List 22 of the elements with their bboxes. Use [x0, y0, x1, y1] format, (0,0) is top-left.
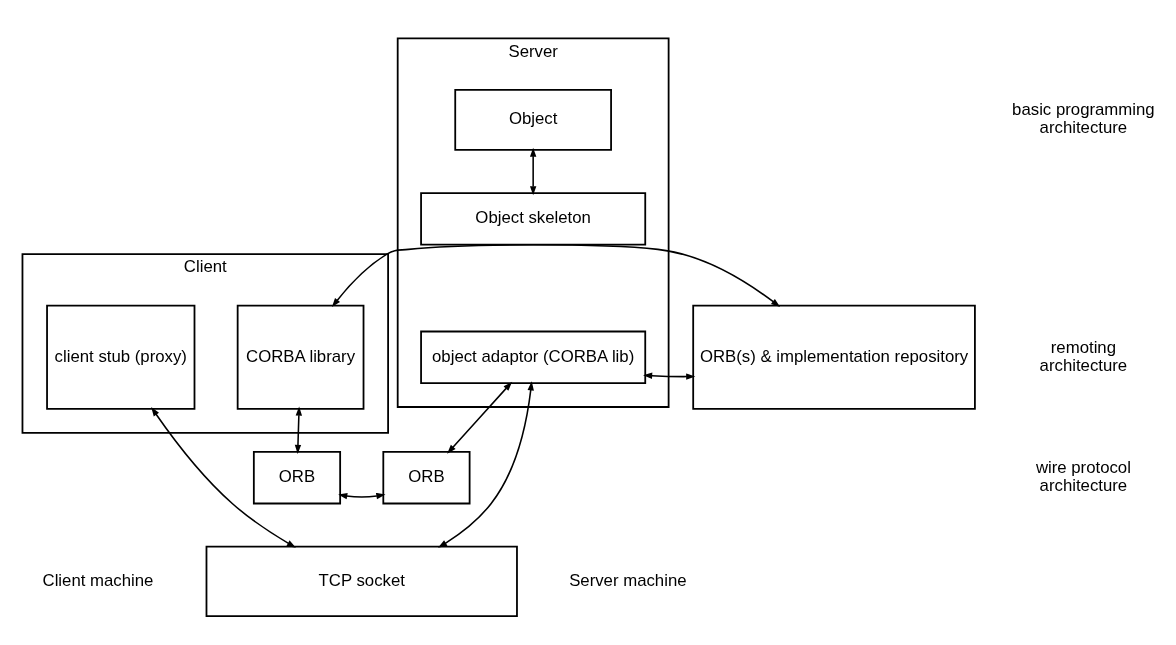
- arrow: [447, 381, 513, 454]
- label: Client machine: [42, 570, 154, 590]
- label: basic programming architecture: [1012, 100, 1155, 138]
- label: wire protocol architecture: [1035, 458, 1131, 496]
- node-box: ORB: [252, 451, 342, 505]
- arrow: [643, 372, 696, 380]
- node-box: Object skeleton: [420, 192, 647, 246]
- arrow: [151, 407, 296, 548]
- node-box: Object: [454, 89, 612, 151]
- arrow: [331, 244, 781, 308]
- node-box: client stub (proxy): [46, 304, 196, 410]
- node-box: CORBA library: [236, 304, 365, 410]
- arrow: [294, 406, 303, 455]
- arrow: [438, 381, 534, 548]
- node-box: object adaptor (CORBA lib): [420, 330, 647, 384]
- node-box: ORB(s) & implementation repository: [692, 304, 976, 410]
- label: remoting architecture: [1039, 337, 1128, 375]
- node-box: TCP socket: [205, 545, 518, 618]
- arrow: [338, 492, 386, 500]
- arrow: [529, 147, 537, 196]
- label: Server machine: [569, 570, 687, 590]
- node-box: ORB: [382, 451, 471, 505]
